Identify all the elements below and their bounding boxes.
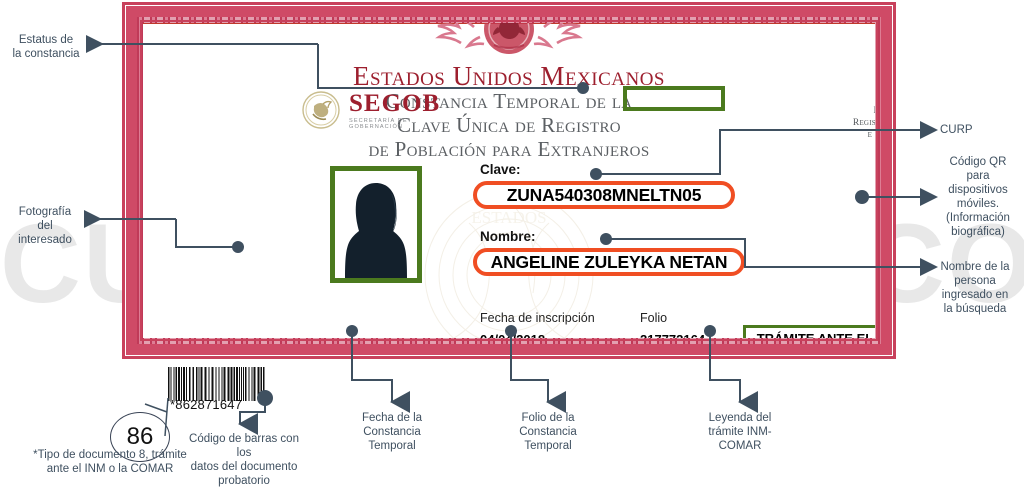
curp-constancia-card: ESTADOS MEXICANOS Estados Unidos Mexican… <box>122 2 896 359</box>
direccion-general-line-1: Dirección General del <box>837 105 875 117</box>
holder-photo <box>330 166 422 283</box>
person-silhouette-icon <box>345 183 407 278</box>
document-barcode <box>167 367 265 401</box>
highlight-box-temporal <box>623 86 725 111</box>
annotation-curp-text: CURP <box>940 124 973 136</box>
clave-highlight-pill: ZUNA540308MNELTN05 <box>473 181 735 209</box>
folio-value: 217772164 <box>640 332 705 338</box>
callout-circle-86-text: 86 <box>126 423 154 450</box>
clave-value: ZUNA540308MNELTN05 <box>506 184 702 205</box>
card-inner-rule <box>140 20 878 341</box>
card-face: ESTADOS MEXICANOS Estados Unidos Mexican… <box>143 23 875 338</box>
nombre-label: Nombre: <box>480 229 536 244</box>
mexican-eagle-seal-icon <box>435 23 583 54</box>
direccion-general-line-3: e Identificación Personal <box>867 130 875 140</box>
fecha-inscripcion-value: 04/04/2018 <box>480 332 545 338</box>
annotation-curp: CURP <box>940 123 1020 137</box>
folio-label: Folio <box>640 311 668 325</box>
fecha-inscripcion-label: Fecha de inscripción <box>480 311 595 325</box>
tramite-legend-text: TRÁMITE ANTE EL INM O LA COMAR <box>756 330 875 339</box>
svg-text:ESTADOS: ESTADOS <box>471 208 546 227</box>
clave-label: Clave: <box>480 162 521 177</box>
card-outer-border <box>122 2 896 359</box>
card-heading-line-3: de Población para Extranjeros <box>368 137 650 161</box>
segob-logo-block: SEGOB SECRETARÍA DE GOBERNACIÓN <box>301 90 451 134</box>
direccion-general-block: Dirección General del Registro Nacional … <box>837 105 875 141</box>
segob-text-block: SEGOB SECRETARÍA DE GOBERNACIÓN <box>349 90 451 131</box>
segob-acronym: SEGOB <box>349 90 441 117</box>
direccion-general-line-2: Registro Nacional de Población <box>852 118 875 128</box>
segob-subtitle: SECRETARÍA DE GOBERNACIÓN <box>349 118 408 130</box>
card-heading-line-1: Constancia Temporal de la <box>385 89 633 113</box>
nombre-highlight-pill: ANGELINE ZULEYKA NETAN <box>473 248 745 276</box>
barcode-number: *862871647 <box>170 397 243 412</box>
tramite-legend-box: TRÁMITE ANTE EL INM O LA COMAR <box>743 325 875 338</box>
segob-eagle-emblem-icon <box>302 91 340 129</box>
card-heading-country: Estados Unidos Mexicanos <box>353 61 665 91</box>
callout-circle-86: 86 <box>110 412 170 462</box>
nombre-value: ANGELINE ZULEYKA NETAN <box>490 251 728 272</box>
card-heading-line-2: Clave Única de Registro <box>397 113 621 137</box>
